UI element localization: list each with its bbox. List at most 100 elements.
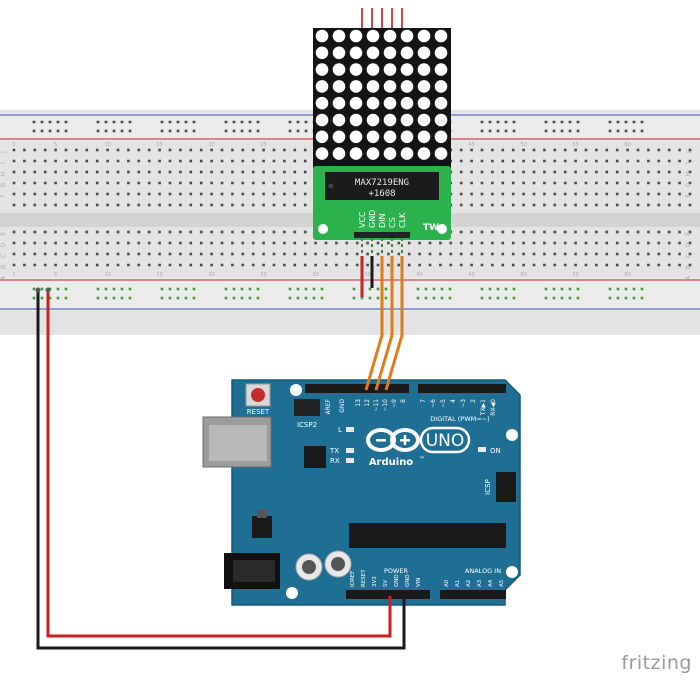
rail-hole <box>288 120 292 124</box>
breadboard-hole <box>241 230 245 234</box>
breadboard-hole <box>532 159 536 163</box>
rail-hole <box>56 296 60 300</box>
breadboard-hole <box>491 252 494 256</box>
breadboard-hole <box>158 181 161 185</box>
power-label: POWER <box>384 567 409 575</box>
led-dot <box>417 29 431 43</box>
rail-hole <box>480 287 484 291</box>
breadboard-hole <box>106 181 109 185</box>
breadboard-hole <box>127 159 130 163</box>
breadboard-hole <box>459 263 463 267</box>
breadboard-hole <box>293 263 297 267</box>
power-pin-label: GND <box>405 574 411 587</box>
led-dot <box>349 147 363 160</box>
breadboard-hole <box>199 159 203 163</box>
breadboard-hole <box>387 252 390 256</box>
breadboard-hole <box>23 159 26 163</box>
breadboard-hole <box>137 192 141 196</box>
rail-hole <box>616 129 620 133</box>
breadboard-hole <box>75 241 78 245</box>
breadboard-hole <box>33 241 37 245</box>
breadboard-hole <box>553 192 557 196</box>
breadboard-hole <box>563 203 567 207</box>
breadboard-hole <box>262 159 265 163</box>
column-number-bottom: 5 <box>54 272 57 278</box>
rail-hole <box>160 129 164 133</box>
row-letter: C <box>0 254 7 258</box>
breadboard-hole <box>563 230 567 234</box>
rail-hole <box>104 287 108 291</box>
breadboard-hole <box>64 159 68 163</box>
breadboard-hole <box>43 148 47 152</box>
module-input-pins <box>361 8 403 28</box>
rail-hole <box>48 120 52 124</box>
breadboard-hole <box>272 263 276 267</box>
breadboard-hole <box>595 263 598 267</box>
breadboard-hole <box>137 181 141 185</box>
breadboard-hole <box>75 170 78 174</box>
breadboard-hole <box>563 181 567 185</box>
column-number-top: 5 <box>54 142 57 148</box>
breadboard-hole <box>678 148 681 152</box>
on-label: ON <box>490 447 501 455</box>
breadboard-hole <box>501 241 505 245</box>
breadboard-hole <box>615 159 619 163</box>
breadboard-hole <box>647 170 650 174</box>
rail-hole <box>120 129 124 133</box>
breadboard-hole <box>251 159 255 163</box>
breadboard-hole <box>303 170 307 174</box>
din-wire <box>364 256 384 391</box>
breadboard-hole <box>418 241 421 245</box>
breadboard-hole <box>283 159 286 163</box>
breadboard-hole <box>615 241 619 245</box>
digital-pin-label: 12 <box>364 399 371 407</box>
breadboard-hole <box>158 241 161 245</box>
breadboard-hole <box>85 181 89 185</box>
breadboard-hole <box>95 241 99 245</box>
breadboard-hole <box>75 192 78 196</box>
rail-hole <box>440 287 444 291</box>
breadboard-hole <box>678 192 681 196</box>
rail-hole <box>56 120 60 124</box>
rx-label: RX <box>330 457 340 465</box>
breadboard-hole <box>116 170 120 174</box>
rail-hole <box>96 287 100 291</box>
breadboard-hole <box>137 263 141 267</box>
module-pin-label: VCC <box>358 211 367 228</box>
breadboard-hole <box>511 170 515 174</box>
breadboard-hole <box>303 263 307 267</box>
breadboard-hole <box>511 148 515 152</box>
row-letter: F <box>685 194 692 198</box>
breadboard-hole <box>189 181 193 185</box>
breadboard-hole <box>251 192 255 196</box>
breadboard-hole <box>532 230 536 234</box>
breadboard-hole <box>272 148 276 152</box>
breadboard-hole <box>179 181 182 185</box>
breadboard-hole <box>563 159 567 163</box>
breadboard-hole <box>85 252 89 256</box>
breadboard-hole <box>636 159 640 163</box>
rail-hole <box>128 120 132 124</box>
breadboard-hole <box>615 230 619 234</box>
rail-hole <box>160 120 164 124</box>
breadboard-hole <box>688 148 692 152</box>
breadboard-hole <box>480 181 484 185</box>
rail-junction-black <box>35 287 41 293</box>
breadboard-hole <box>23 252 26 256</box>
reset-button-cap[interactable] <box>251 388 265 402</box>
breadboard-hole <box>220 159 224 163</box>
breadboard-hole <box>522 170 525 174</box>
breadboard-hole <box>64 241 68 245</box>
digital-pin-label: 8 <box>400 399 407 403</box>
breadboard-hole <box>12 241 16 245</box>
breadboard-hole <box>543 230 546 234</box>
uno-badge <box>419 426 471 454</box>
breadboard-hole <box>251 170 255 174</box>
breadboard-hole <box>127 263 130 267</box>
breadboard-hole <box>459 230 463 234</box>
breadboard-hole <box>179 203 182 207</box>
breadboard-hole <box>595 159 598 163</box>
breadboard-hole <box>563 192 567 196</box>
breadboard-hole <box>428 263 432 267</box>
